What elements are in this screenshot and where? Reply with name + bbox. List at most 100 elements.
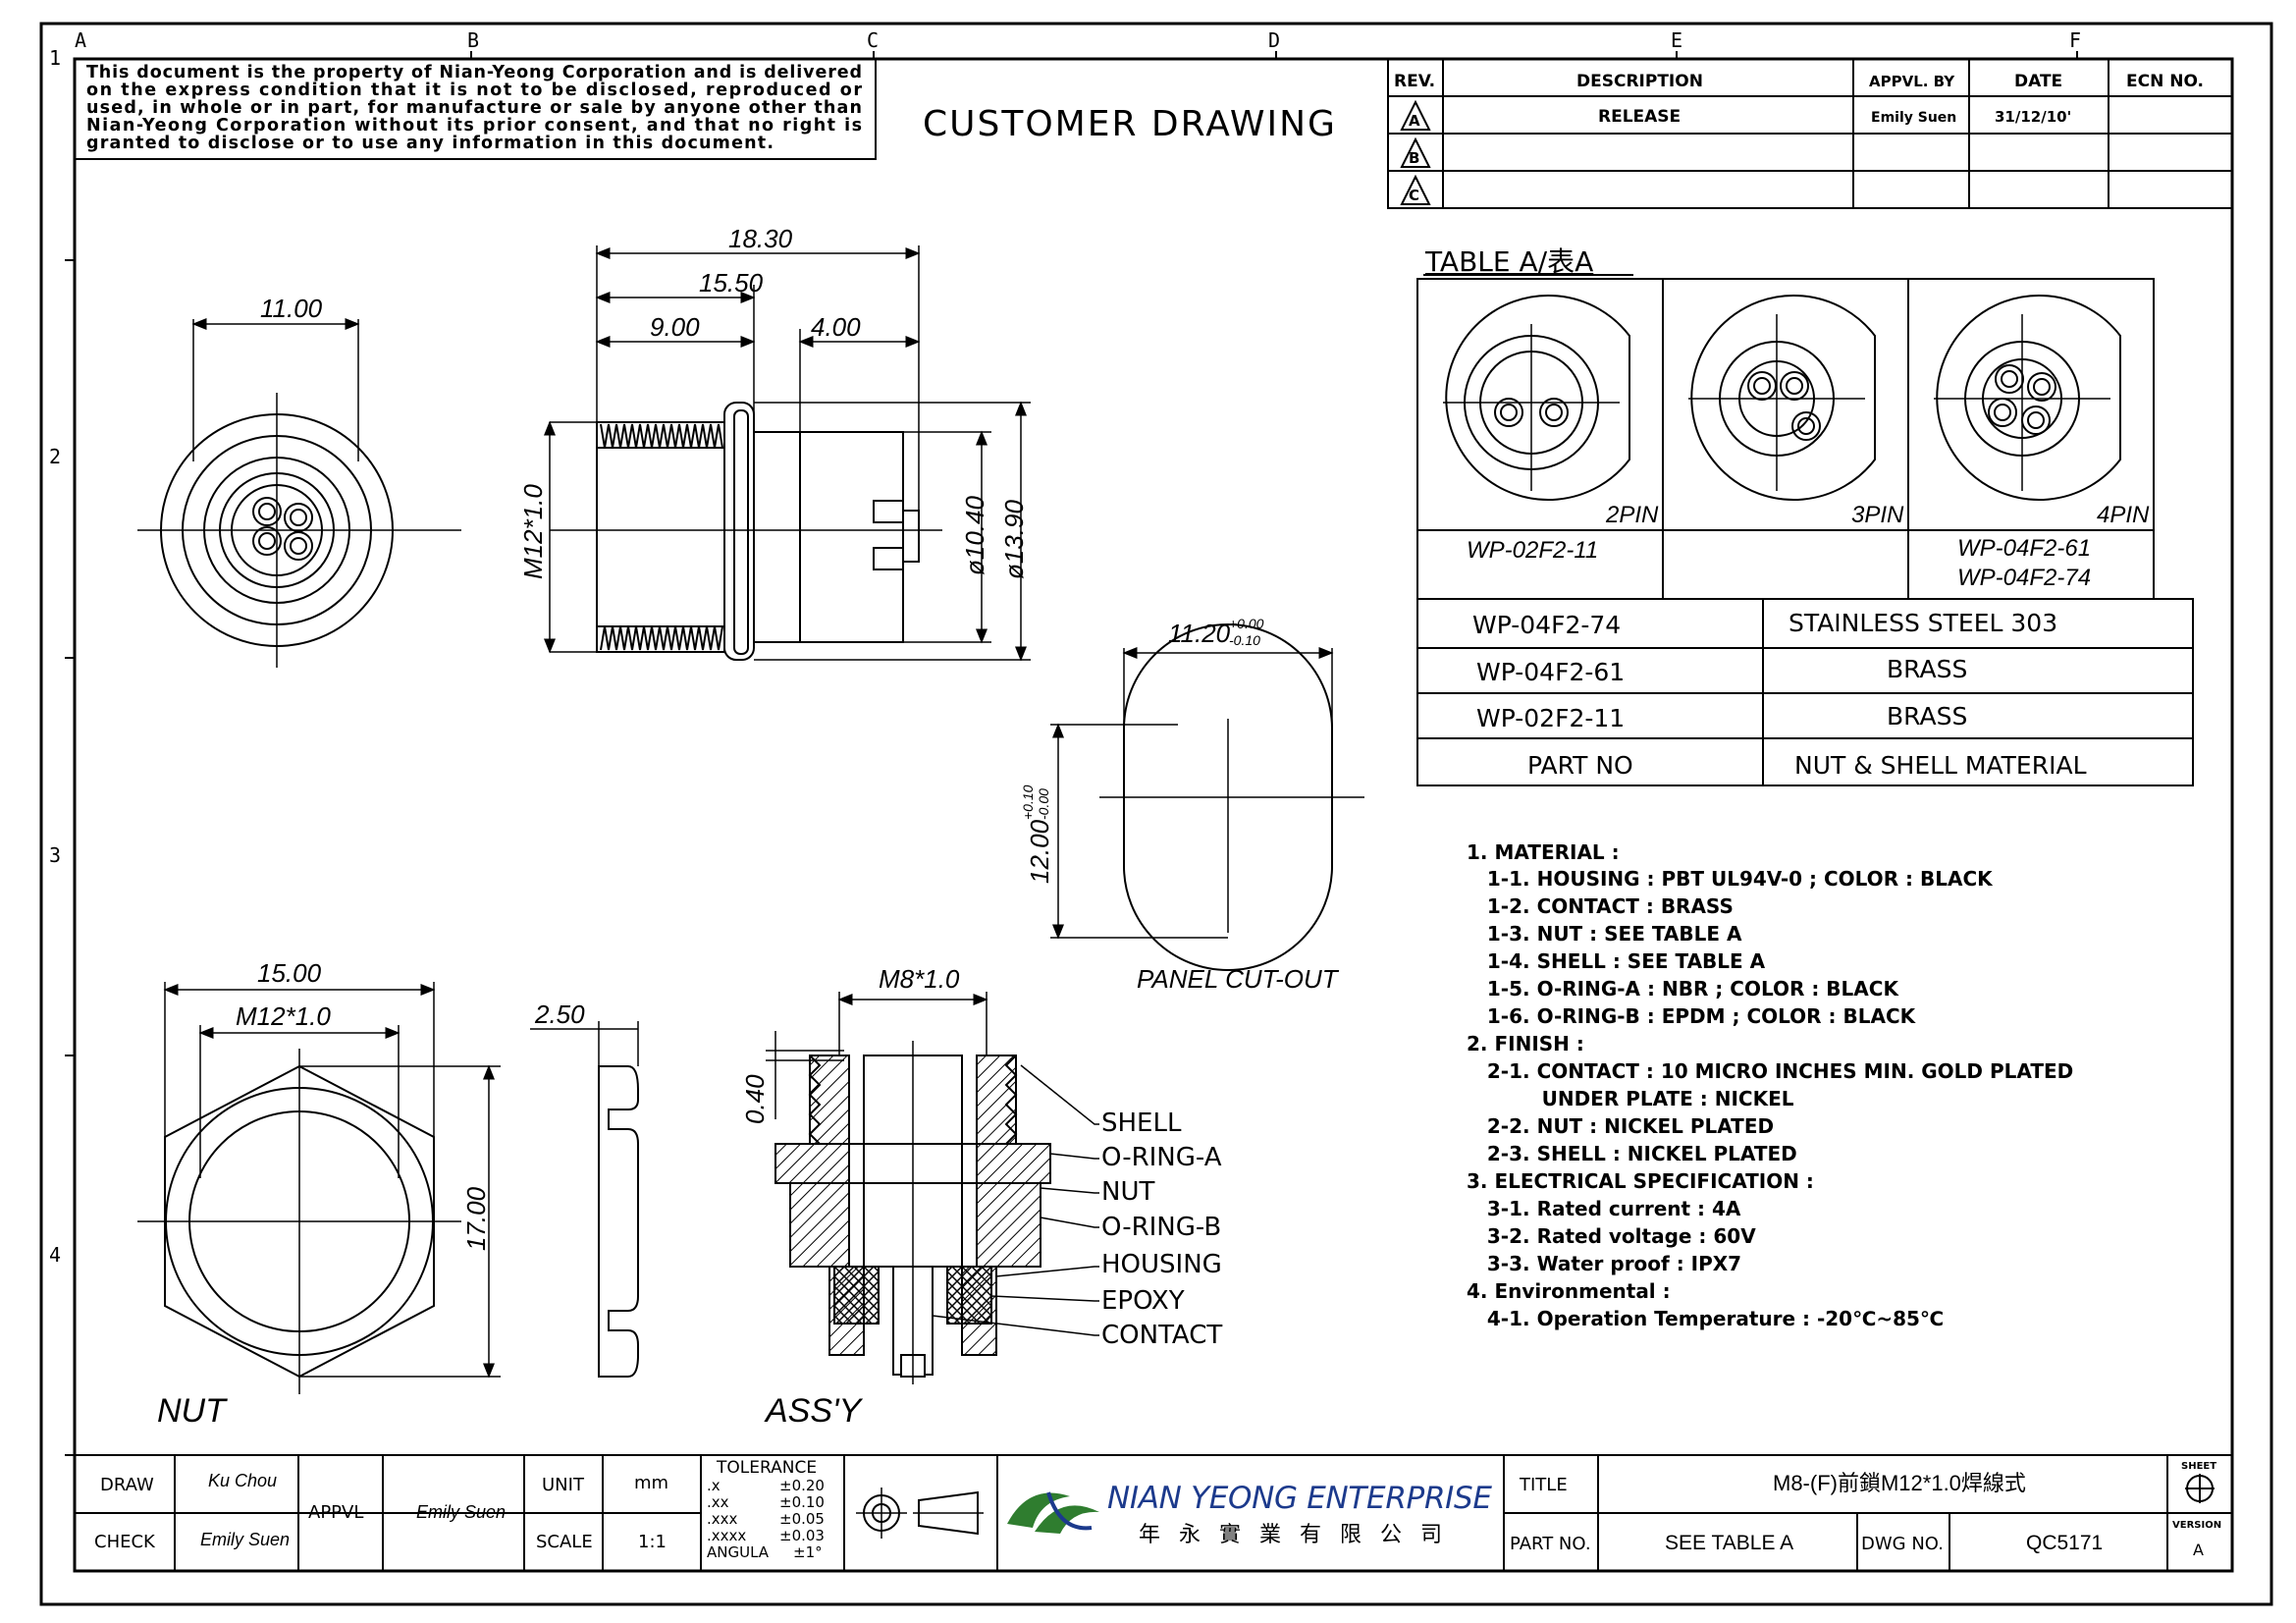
- document-title: CUSTOMER DRAWING: [923, 104, 1337, 144]
- sheet-label: SHEET: [2181, 1461, 2216, 1472]
- panel-tol-height-plus: +0.10: [1020, 784, 1036, 820]
- tolerance-key: ANGULA: [707, 1543, 770, 1561]
- ecn-header: ECN NO.: [2126, 72, 2204, 91]
- note-line: 4. Environmental :: [1467, 1279, 1671, 1303]
- rev-date: 31/12/10': [1995, 108, 2071, 126]
- partno-value: SEE TABLE A: [1665, 1532, 1793, 1554]
- disclaimer-line: on the express condition that it is not …: [86, 81, 862, 100]
- panel-cutout: [1050, 623, 1364, 971]
- side-dim-total: 18.30: [728, 224, 793, 253]
- appvl-label: APPVL: [308, 1502, 363, 1523]
- tolerance-value: ±0.05: [779, 1510, 825, 1528]
- nut-dim-across: 15.00: [257, 958, 322, 988]
- tolerance-table: .x ±0.20 .xx ±0.10 .xxx ±0.05 .xxxx ±0.0…: [707, 1477, 825, 1561]
- panel-dim-height: 12.00: [1025, 819, 1054, 884]
- note-line: 1-4. SHELL : SEE TABLE A: [1467, 949, 1766, 973]
- date-header: DATE: [2014, 72, 2062, 91]
- tolerance-value: ±0.10: [779, 1493, 825, 1511]
- check-value: Emily Suen: [200, 1530, 290, 1549]
- tolerance-value: ±0.20: [779, 1477, 825, 1494]
- scale-label: SCALE: [536, 1532, 593, 1552]
- nut-front-view: [137, 982, 501, 1394]
- rev-letter: B: [1409, 149, 1419, 167]
- material-row-material: STAINLESS STEEL 303: [1789, 609, 2057, 637]
- callout-epoxy: EPOXY: [1101, 1286, 1185, 1316]
- material-row-part: WP-04F2-61: [1476, 658, 1625, 686]
- front-dim-width: 11.00: [260, 294, 323, 323]
- pin-3-label: 3PIN: [1851, 502, 1904, 528]
- material-table: [1416, 598, 2194, 786]
- material-row-part: WP-04F2-74: [1472, 611, 1621, 639]
- zone-number: 4: [49, 1243, 61, 1267]
- callout-nut: NUT: [1101, 1177, 1154, 1207]
- rev-header: REV.: [1394, 72, 1435, 91]
- dwgno-label: DWG NO.: [1861, 1534, 1944, 1554]
- rev-row-b: B: [1400, 136, 1431, 168]
- panel-label: PANEL CUT-OUT: [1137, 964, 1340, 994]
- nut-label: NUT: [157, 1392, 228, 1430]
- callout-housing: HOUSING: [1101, 1250, 1222, 1279]
- nut-dim-thickness: 2.50: [534, 1000, 585, 1029]
- side-dia-outer: ø13.90: [999, 500, 1029, 579]
- callout-shell: SHELL: [1101, 1109, 1182, 1138]
- note-line: 2-3. SHELL : NICKEL PLATED: [1467, 1142, 1797, 1165]
- callout-contact: CONTACT: [1101, 1321, 1222, 1350]
- scale-value: 1:1: [638, 1532, 667, 1552]
- pin-4-part-2: WP-04F2-74: [1957, 565, 2091, 591]
- version-label: VERSION: [2172, 1520, 2221, 1531]
- zone-number: 1: [49, 46, 61, 70]
- tolerance-value: ±0.03: [779, 1527, 825, 1544]
- note-line: 2-1. CONTACT : 10 MICRO INCHES MIN. GOLD…: [1467, 1059, 2073, 1083]
- appvl-value: Emily Suen: [416, 1502, 506, 1522]
- note-line: 1. MATERIAL :: [1467, 840, 1620, 864]
- disclaimer: This document is the property of Nian-Ye…: [86, 63, 862, 153]
- pin-2-part: WP-02F2-11: [1467, 537, 1598, 564]
- zone-number: 3: [49, 843, 61, 867]
- sheet-symbol-icon: [2185, 1474, 2215, 1503]
- rev-row-c: C: [1400, 174, 1431, 205]
- version-value: A: [2193, 1541, 2204, 1559]
- zone-letter: C: [867, 28, 879, 52]
- pin-4-part-1: WP-04F2-61: [1957, 535, 2091, 562]
- unit-label: UNIT: [542, 1475, 585, 1495]
- zone-letter: F: [2069, 28, 2081, 52]
- note-line: 3-1. Rated current : 4A: [1467, 1197, 1741, 1220]
- outer-border: [39, 22, 2273, 1606]
- note-line: 3-2. Rated voltage : 60V: [1467, 1224, 1756, 1248]
- pin-2-label: 2PIN: [1605, 502, 1659, 528]
- rev-row-a: A RELEASE Emily Suen 31/12/10': [1400, 99, 2071, 131]
- note-line: 3-3. Water proof : IPX7: [1467, 1252, 1741, 1275]
- table-a-title: TABLE A/表A: [1424, 245, 1593, 278]
- description-header: DESCRIPTION: [1576, 72, 1703, 91]
- panel-dim-width: 11.20: [1168, 619, 1231, 648]
- pin-3-icon: [1688, 295, 1876, 501]
- pin-4-icon: [1934, 295, 2121, 501]
- note-line: 3. ELECTRICAL SPECIFICATION :: [1467, 1169, 1814, 1193]
- side-dim-tail: 4.00: [811, 312, 861, 342]
- disclaimer-line: granted to disclose or to use any inform…: [86, 134, 774, 153]
- tolerance-key: .xxx: [707, 1510, 738, 1528]
- zone-letter: E: [1671, 28, 1682, 52]
- note-line: 4-1. Operation Temperature : -20℃~85℃: [1467, 1307, 1944, 1330]
- nut-thread: M12*1.0: [236, 1001, 331, 1031]
- rev-letter: A: [1409, 112, 1420, 130]
- zone-letter: B: [467, 28, 479, 52]
- material-row-material: BRASS: [1887, 702, 1967, 730]
- pin-4-label: 4PIN: [2097, 502, 2150, 528]
- notes: 1. MATERIAL : 1-1. HOUSING : PBT UL94V-0…: [1467, 840, 2073, 1330]
- note-line: 1-3. NUT : SEE TABLE A: [1467, 922, 1742, 946]
- assembly-label: ASS'Y: [764, 1392, 864, 1430]
- panel-tol-width-minus: -0.10: [1229, 632, 1260, 648]
- rev-letter: C: [1409, 187, 1419, 204]
- company-logo-icon: [1007, 1491, 1099, 1534]
- appvl-header: APPVL. BY: [1869, 73, 1955, 90]
- rev-description: RELEASE: [1598, 107, 1681, 127]
- nut-dim-height: 17.00: [461, 1186, 491, 1251]
- zone-numbers: 1 2 3 4: [49, 46, 61, 1267]
- pin-2-icon: [1443, 295, 1630, 501]
- tolerance-value: ±1°: [793, 1543, 823, 1561]
- callout-o-ring-a: O-RING-A: [1101, 1143, 1222, 1172]
- tolerance-key: .x: [707, 1477, 721, 1494]
- rev-appvl: Emily Suen: [1871, 110, 1956, 126]
- assembly-dim-gap: 0.40: [740, 1074, 770, 1124]
